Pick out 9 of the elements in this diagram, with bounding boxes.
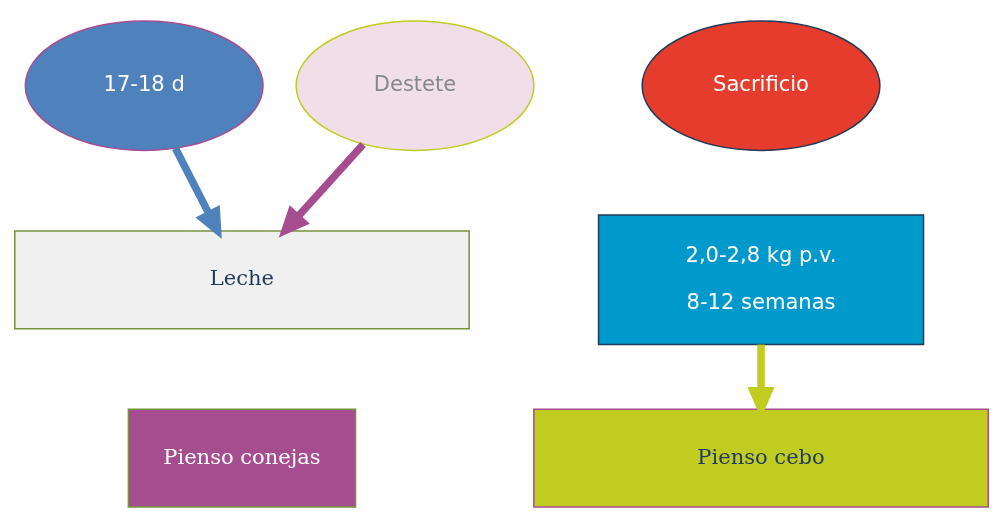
arrow (278, 142, 366, 238)
node-box: Leche (14, 230, 470, 330)
arrow (172, 146, 222, 239)
node-ellipse: Sacrificio (641, 20, 881, 152)
node-box: Pienso conejas (127, 408, 357, 508)
node-ellipse: Destete (295, 20, 535, 152)
node-box: 2,0-2,8 kg p.v. 8-12 semanas (597, 214, 925, 346)
node-box: Pienso cebo (533, 408, 989, 508)
node-ellipse: 17-18 d (24, 20, 264, 152)
